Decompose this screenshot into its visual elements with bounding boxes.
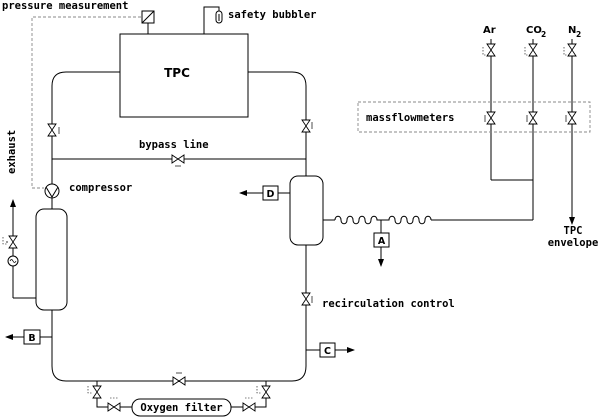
tpc-envelope-label-2: envelope <box>548 237 599 249</box>
tpc-label: TPC <box>164 66 190 80</box>
port-d-label: D <box>267 189 275 200</box>
right-vessel <box>289 175 324 246</box>
safety-bubbler-icon <box>203 6 223 34</box>
gas-label-ar: Ar <box>483 25 496 36</box>
massflowmeters-label: massflowmeters <box>366 112 455 124</box>
exhaust-label: exhaust <box>6 130 18 174</box>
gas-n2-sub: 2 <box>576 30 581 39</box>
mfc-n2-icon <box>565 111 577 125</box>
compressor-icon <box>44 183 60 199</box>
port-b-label: B <box>28 333 35 344</box>
mfc-ar-icon <box>484 111 496 125</box>
oxygen-filter-box <box>131 398 232 417</box>
bypass-valve-icon <box>171 154 185 167</box>
pressure-measurement-label: pressure measurement <box>2 0 128 12</box>
main-loop-pipe <box>51 71 307 382</box>
recirculation-control-label: recirculation control <box>322 298 455 310</box>
port-b-box <box>23 329 41 345</box>
gas-valve-co2-icon <box>524 43 538 57</box>
massflowmeters-group <box>357 101 591 133</box>
compressor-label: compressor <box>69 182 132 194</box>
gas-ar-base: Ar <box>483 25 496 36</box>
gas-co2-base: CO <box>526 25 542 36</box>
safety-bubbler-label: safety bubbler <box>228 9 317 21</box>
left-buffer-vessel <box>35 208 68 311</box>
flow-regulator-icon <box>7 255 19 267</box>
recirculation-control-valve-icon <box>301 292 313 306</box>
port-d-box <box>262 185 279 201</box>
bottom-line-valve-icon <box>172 372 186 386</box>
mfc-co2-icon <box>526 111 538 125</box>
port-a-label: A <box>378 236 386 247</box>
bypass-line-label: bypass line <box>139 139 209 151</box>
gas-valve-ar-icon <box>482 43 496 57</box>
loop-valve-right-top-icon <box>301 119 313 133</box>
oxygen-filter-outlet-valve-icon <box>256 385 271 399</box>
port-c-label: C <box>324 346 331 357</box>
gas-label-n2: N 2 <box>568 25 581 39</box>
oxygen-filter-inlet-valve-icon <box>87 385 102 399</box>
gas-n2-base: N <box>568 25 576 36</box>
gas-valve-n2-icon <box>563 43 577 57</box>
loop-valve-left-top-icon <box>47 123 60 137</box>
port-c-box <box>319 342 336 358</box>
gas-label-co2: CO 2 <box>526 25 546 39</box>
tpc-envelope-label-1: TPC <box>564 225 583 237</box>
oxygen-filter-label: Oxygen filter <box>140 402 222 414</box>
coil-icon <box>334 215 432 225</box>
oxygen-filter-right-valve-icon <box>242 397 256 412</box>
gas-co2-sub: 2 <box>541 30 546 39</box>
tpc-vessel <box>119 33 249 118</box>
pressure-gauge-icon <box>141 10 155 24</box>
exhaust-valve-icon <box>2 235 18 249</box>
pressure-signal-line <box>31 16 141 189</box>
oxygen-filter-left-valve-icon <box>107 397 121 412</box>
